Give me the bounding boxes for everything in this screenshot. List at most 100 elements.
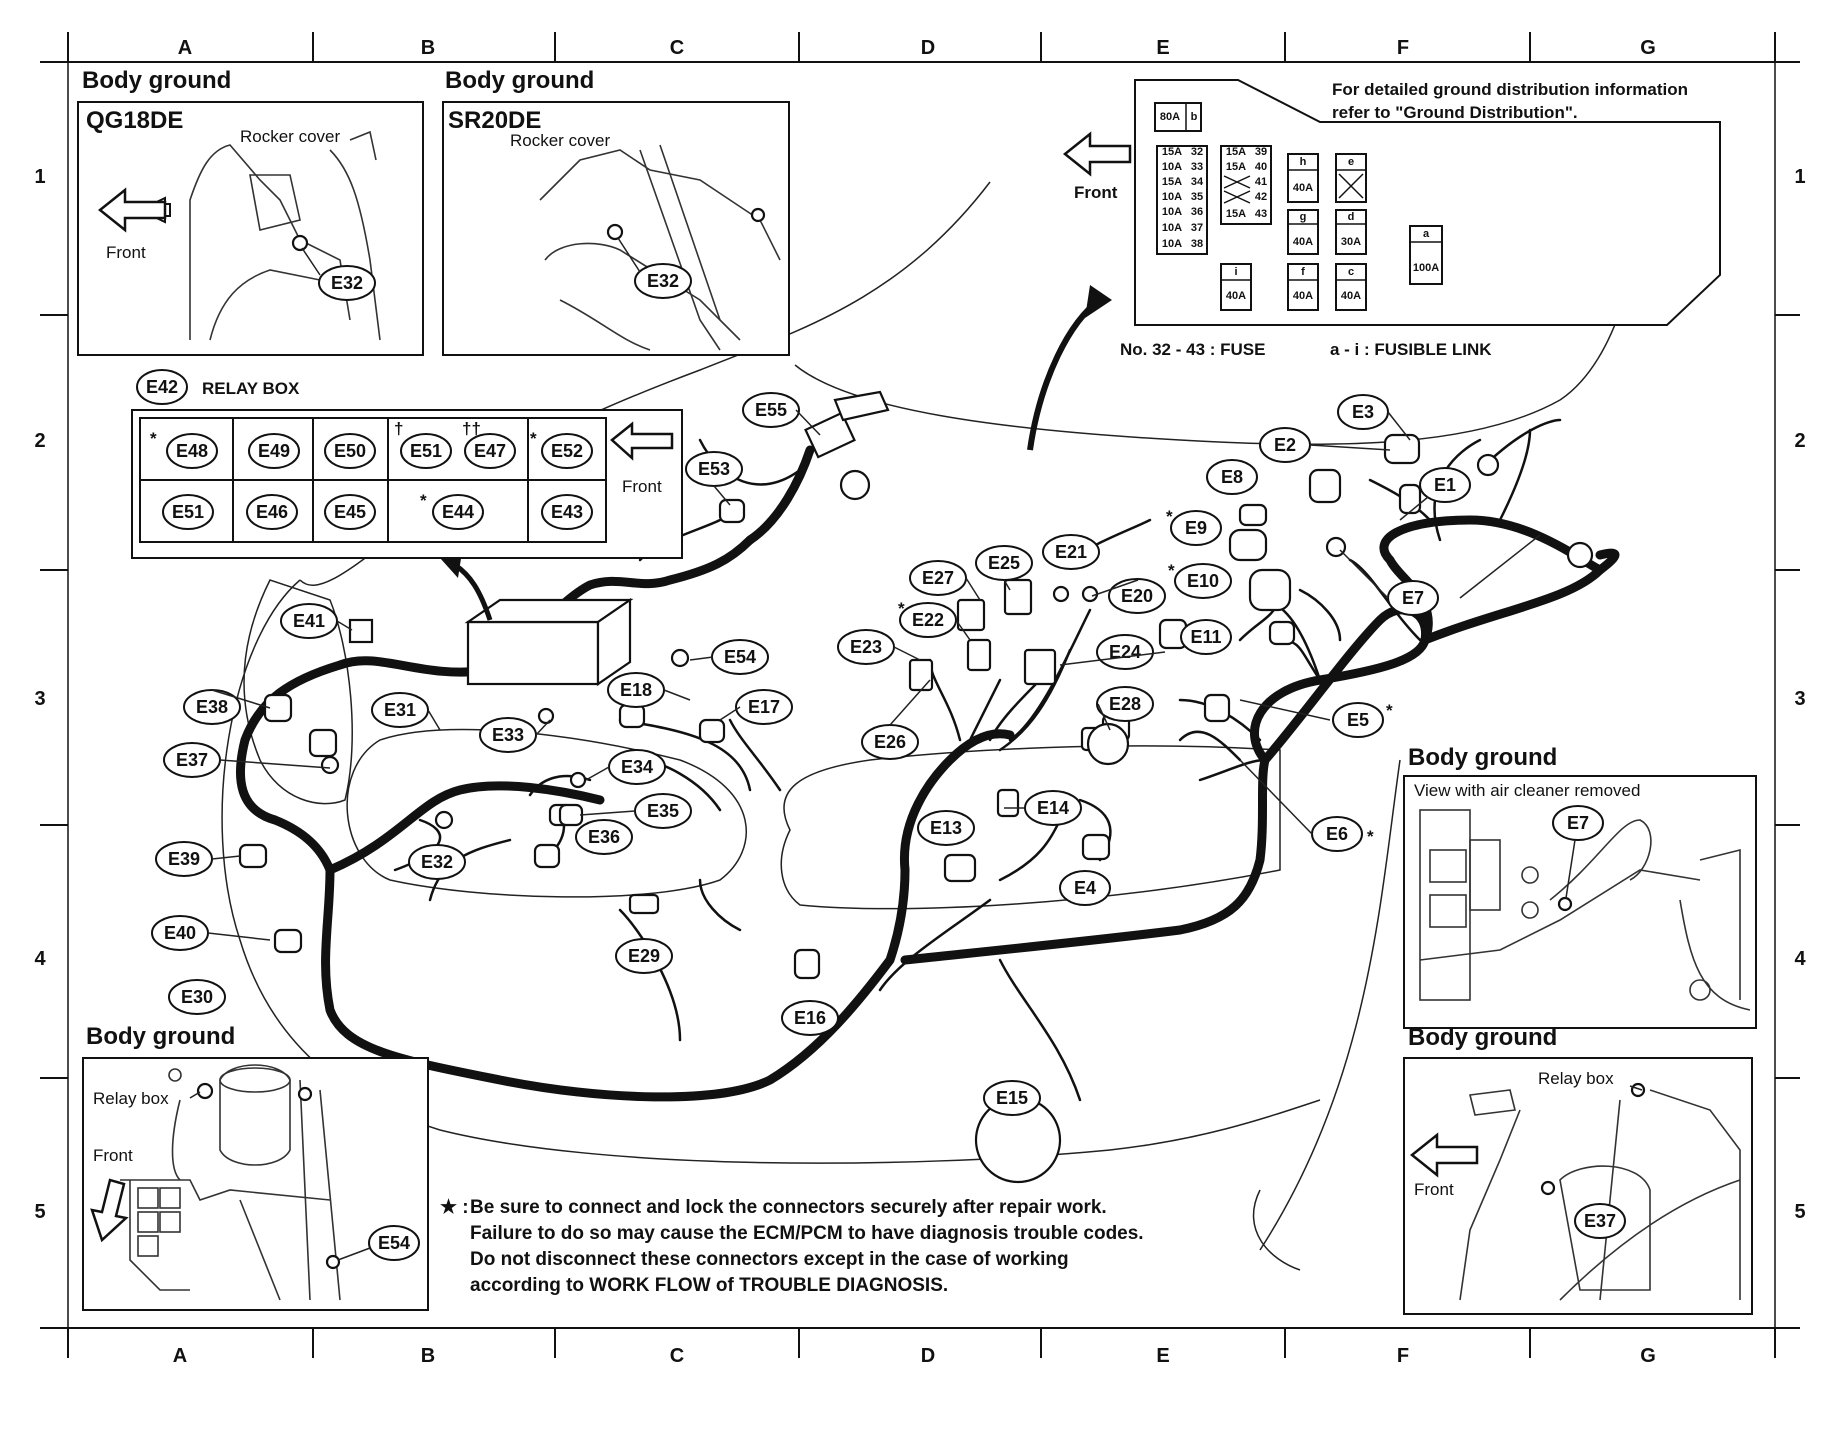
relay-box-title: RELAY BOX [202, 379, 300, 398]
grid-col-a: A [178, 37, 192, 59]
grid-col-b: B [421, 37, 435, 59]
connector-e24: E24 [1096, 634, 1154, 670]
relay-cell-e50-label: E50 [334, 441, 366, 461]
grid-row-3: 3 [34, 688, 45, 710]
inset-air-cleaner-connector: E7 [1567, 813, 1589, 833]
relay-cell-e45: E45 [324, 494, 376, 530]
connector-e54-label: E54 [724, 647, 756, 667]
connector-e29: E29 [615, 938, 673, 974]
connector-e18: E18 [607, 672, 665, 708]
note-prefix: ★ : [440, 1197, 469, 1218]
relay-cell-e50: E50 [324, 433, 376, 469]
relay-cell-e52-label: E52 [551, 441, 583, 461]
link-e-empty-icon [1338, 173, 1364, 199]
star-e22: * [898, 599, 905, 618]
connector-e41-label: E41 [293, 611, 325, 631]
inset-qg18de-title: Body ground [82, 67, 231, 94]
relay-cell-e47-label: E47 [474, 441, 506, 461]
connector-e2: E2 [1259, 427, 1311, 463]
fuse-box-panel: For detailed ground distribution informa… [1062, 79, 1721, 359]
inset-sr20de-engine: SR20DE [448, 107, 541, 134]
connector-e4-label: E4 [1074, 878, 1096, 898]
connector-e40-label: E40 [164, 923, 196, 943]
link-c-amp: 40A [1341, 290, 1361, 302]
fuse-front-arrow-icon [1062, 131, 1132, 177]
inset-relay-left-title: Body ground [86, 1023, 235, 1050]
connector-e55-label: E55 [755, 400, 787, 420]
connector-e20-label: E20 [1121, 586, 1153, 606]
relay-cell-e46: E46 [246, 494, 298, 530]
link-a-amp: 100A [1413, 262, 1439, 274]
fuse-39-amp: 15A [1226, 146, 1246, 158]
relay-cell-e51-bottom: E51 [162, 494, 214, 530]
fuse-35-amp: 10A [1162, 191, 1182, 203]
inset-relay-box-right: Body ground Relay box Front E37 [1403, 1024, 1753, 1315]
grid-row-2: 2 [34, 430, 45, 452]
grid-col-c: C [670, 37, 684, 59]
relay-star-e52: * [530, 429, 537, 448]
note-line4: according to WORK FLOW of TROUBLE DIAGNO… [470, 1275, 948, 1296]
connector-e11-label: E11 [1190, 627, 1221, 647]
relay-cell-e44: E44 [432, 494, 484, 530]
connector-e35: E35 [634, 793, 692, 829]
connector-e1-label: E1 [1434, 475, 1456, 495]
connector-e41: E41 [280, 603, 338, 639]
grid-row-1-right: 1 [1794, 166, 1805, 188]
fusible-link-legend: a - i : FUSIBLE LINK [1330, 340, 1492, 359]
inset-qg18de: Body ground QG18DE Rocker cover Front E3… [77, 67, 424, 356]
main-harness [235, 445, 1620, 1102]
connector-e40: E40 [151, 915, 209, 951]
connector-e36: E36 [575, 819, 633, 855]
connector-e17-label: E17 [748, 697, 780, 717]
connector-e39-label: E39 [168, 849, 200, 869]
fuse-41-empty-icon [1223, 175, 1251, 189]
connector-e8: E8 [1206, 459, 1258, 495]
relay-box-panel: E42 RELAY BOX E48 E49 E50 E51 E47 E52 E5… [131, 369, 683, 559]
fuse-info-line1: For detailed ground distribution informa… [1332, 80, 1688, 99]
link-d-amp: 30A [1341, 236, 1361, 248]
connector-e32-label: E32 [421, 852, 453, 872]
connector-e7-label: E7 [1402, 588, 1424, 608]
fuse-43-amp: 15A [1226, 208, 1246, 220]
grid-col-f-bottom: F [1397, 1345, 1409, 1367]
inset-relay-right-relay-box: Relay box [1538, 1069, 1614, 1088]
relay-star-e44: * [420, 491, 427, 510]
connector-e27-label: E27 [922, 568, 954, 588]
relay-cell-e46-label: E46 [256, 502, 288, 522]
fuse-36-amp: 10A [1162, 206, 1182, 218]
fuse-39-no: 39 [1255, 146, 1267, 158]
inset-relay-box-left: Body ground Relay box Front E54 [82, 1023, 429, 1311]
connector-e8-label: E8 [1221, 467, 1243, 487]
fuse-37-no: 37 [1191, 222, 1203, 234]
relay-cell-e48-label: E48 [176, 441, 208, 461]
connector-e2-label: E2 [1274, 435, 1296, 455]
grid-row-1: 1 [34, 166, 45, 188]
connector-parts [238, 390, 1594, 1184]
star-e10: * [1168, 561, 1175, 580]
relay-cell-e51-top: E51 [400, 433, 452, 469]
connector-e36-label: E36 [588, 827, 620, 847]
connector-e33-label: E33 [492, 725, 524, 745]
relay-cell-e51-bottom-label: E51 [172, 502, 204, 522]
connector-e13-label: E13 [930, 818, 962, 838]
connector-e28-label: E28 [1109, 694, 1141, 714]
connector-e31: E31 [371, 692, 429, 728]
grid-col-c-bottom: C [670, 1345, 684, 1367]
connector-e21-label: E21 [1055, 542, 1087, 562]
connector-e24-label: E24 [1109, 642, 1141, 662]
connector-e10-label: E10 [1187, 571, 1219, 591]
inset-relay-right-front: Front [1414, 1180, 1454, 1199]
inset-sr20de-title: Body ground [445, 67, 594, 94]
connector-e26-label: E26 [874, 732, 906, 752]
fuse-41-no: 41 [1255, 176, 1267, 188]
connector-e20: E20 [1108, 578, 1166, 614]
grid-col-b-bottom: B [421, 1345, 435, 1367]
